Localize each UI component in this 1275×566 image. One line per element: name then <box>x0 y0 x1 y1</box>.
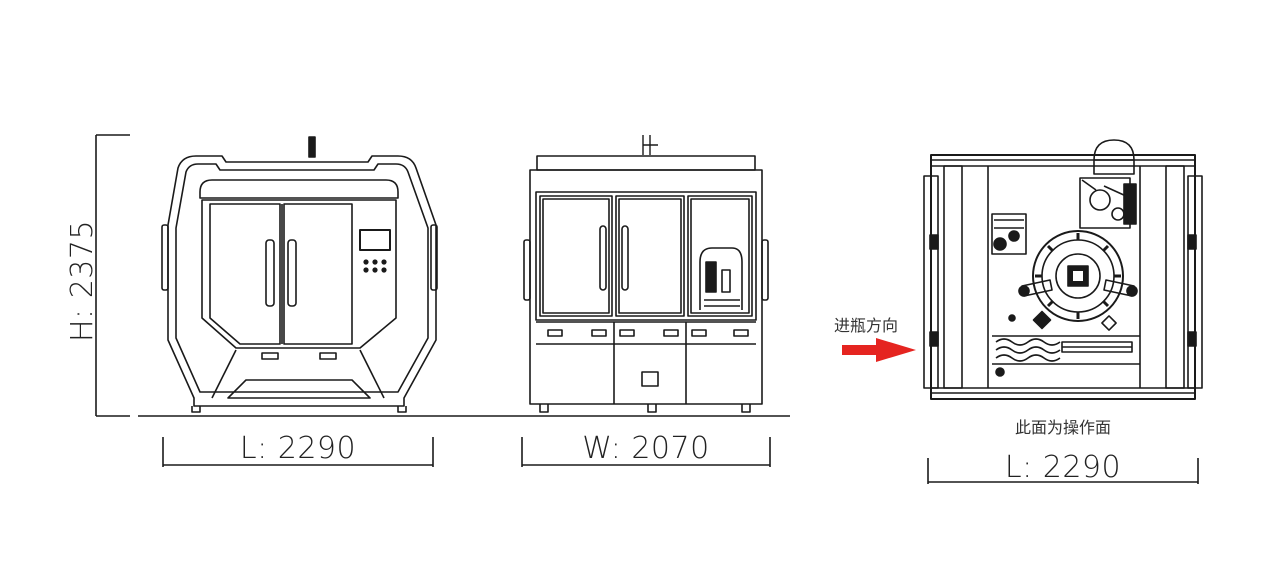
top-view <box>923 139 1203 400</box>
feed-direction-arrow <box>842 338 916 362</box>
operation-side-label: 此面为操作面 <box>1015 418 1111 437</box>
top-length-dimension <box>927 458 1199 484</box>
front-length-label: L: 2290 <box>240 431 356 466</box>
top-length-label: L: 2290 <box>1005 450 1121 485</box>
height-label: H: 2375 <box>65 220 100 342</box>
height-dimension <box>95 134 130 417</box>
side-view <box>523 135 769 413</box>
side-width-label: W: 2070 <box>582 431 709 466</box>
side-width-dimension <box>521 437 771 467</box>
front-view <box>161 136 438 413</box>
front-length-dimension <box>162 437 434 467</box>
feed-direction-label: 进瓶方向 <box>834 316 898 335</box>
